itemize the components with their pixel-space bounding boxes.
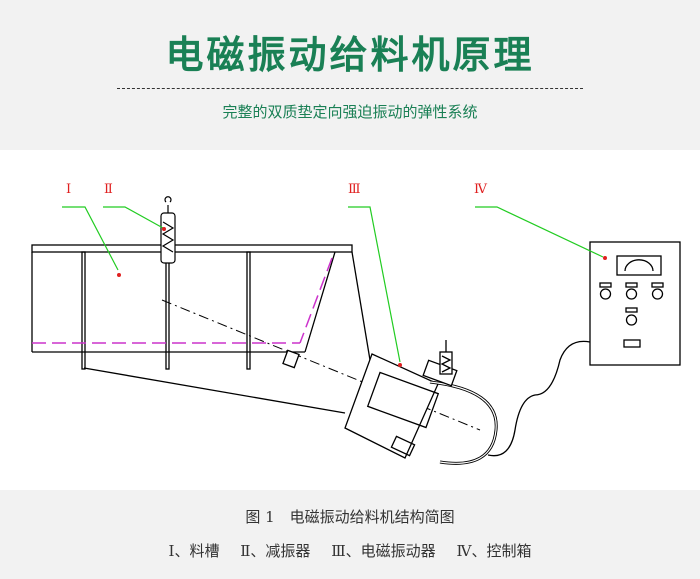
label-control-box: Ⅳ bbox=[474, 182, 488, 197]
page-subtitle: 完整的双质垫定向强迫振动的弹性系统 bbox=[222, 103, 478, 121]
trough-liner bbox=[32, 257, 333, 344]
knobs bbox=[599, 282, 664, 326]
label-trough: Ⅰ bbox=[66, 182, 71, 197]
divider bbox=[117, 88, 583, 89]
diagram-svg: Ⅰ Ⅱ Ⅲ Ⅳ bbox=[31, 182, 681, 465]
vibrator bbox=[282, 340, 498, 465]
header: 电磁振动给料机原理 完整的双质垫定向强迫振动的弹性系统 bbox=[0, 0, 700, 150]
leader-arrows bbox=[117, 227, 607, 367]
label-damper: Ⅱ bbox=[104, 182, 113, 197]
legend-item: Ⅳ、控制箱 bbox=[456, 542, 532, 560]
legend-item: Ⅱ、减振器 bbox=[240, 542, 311, 560]
damper bbox=[160, 196, 176, 264]
figure-legend: Ⅰ、料槽 Ⅱ、减振器 Ⅲ、电磁振动器 Ⅳ、控制箱 bbox=[0, 540, 700, 561]
trough bbox=[31, 244, 371, 414]
page-title: 电磁振动给料机原理 bbox=[165, 33, 535, 77]
control-box bbox=[589, 241, 681, 366]
figure-title: 图 1 电磁振动给料机结构简图 bbox=[245, 508, 455, 526]
figure-caption: 图 1 电磁振动给料机结构简图 Ⅰ、料槽 Ⅱ、减振器 Ⅲ、电磁振动器 Ⅳ、控制箱 bbox=[0, 490, 700, 579]
cable bbox=[487, 340, 591, 457]
label-vibrator: Ⅲ bbox=[348, 182, 361, 197]
structure-diagram: Ⅰ Ⅱ Ⅲ Ⅳ bbox=[0, 150, 700, 490]
leader-lines bbox=[62, 206, 604, 363]
legend-item: Ⅰ、料槽 bbox=[168, 542, 220, 560]
legend-item: Ⅲ、电磁振动器 bbox=[331, 542, 436, 560]
